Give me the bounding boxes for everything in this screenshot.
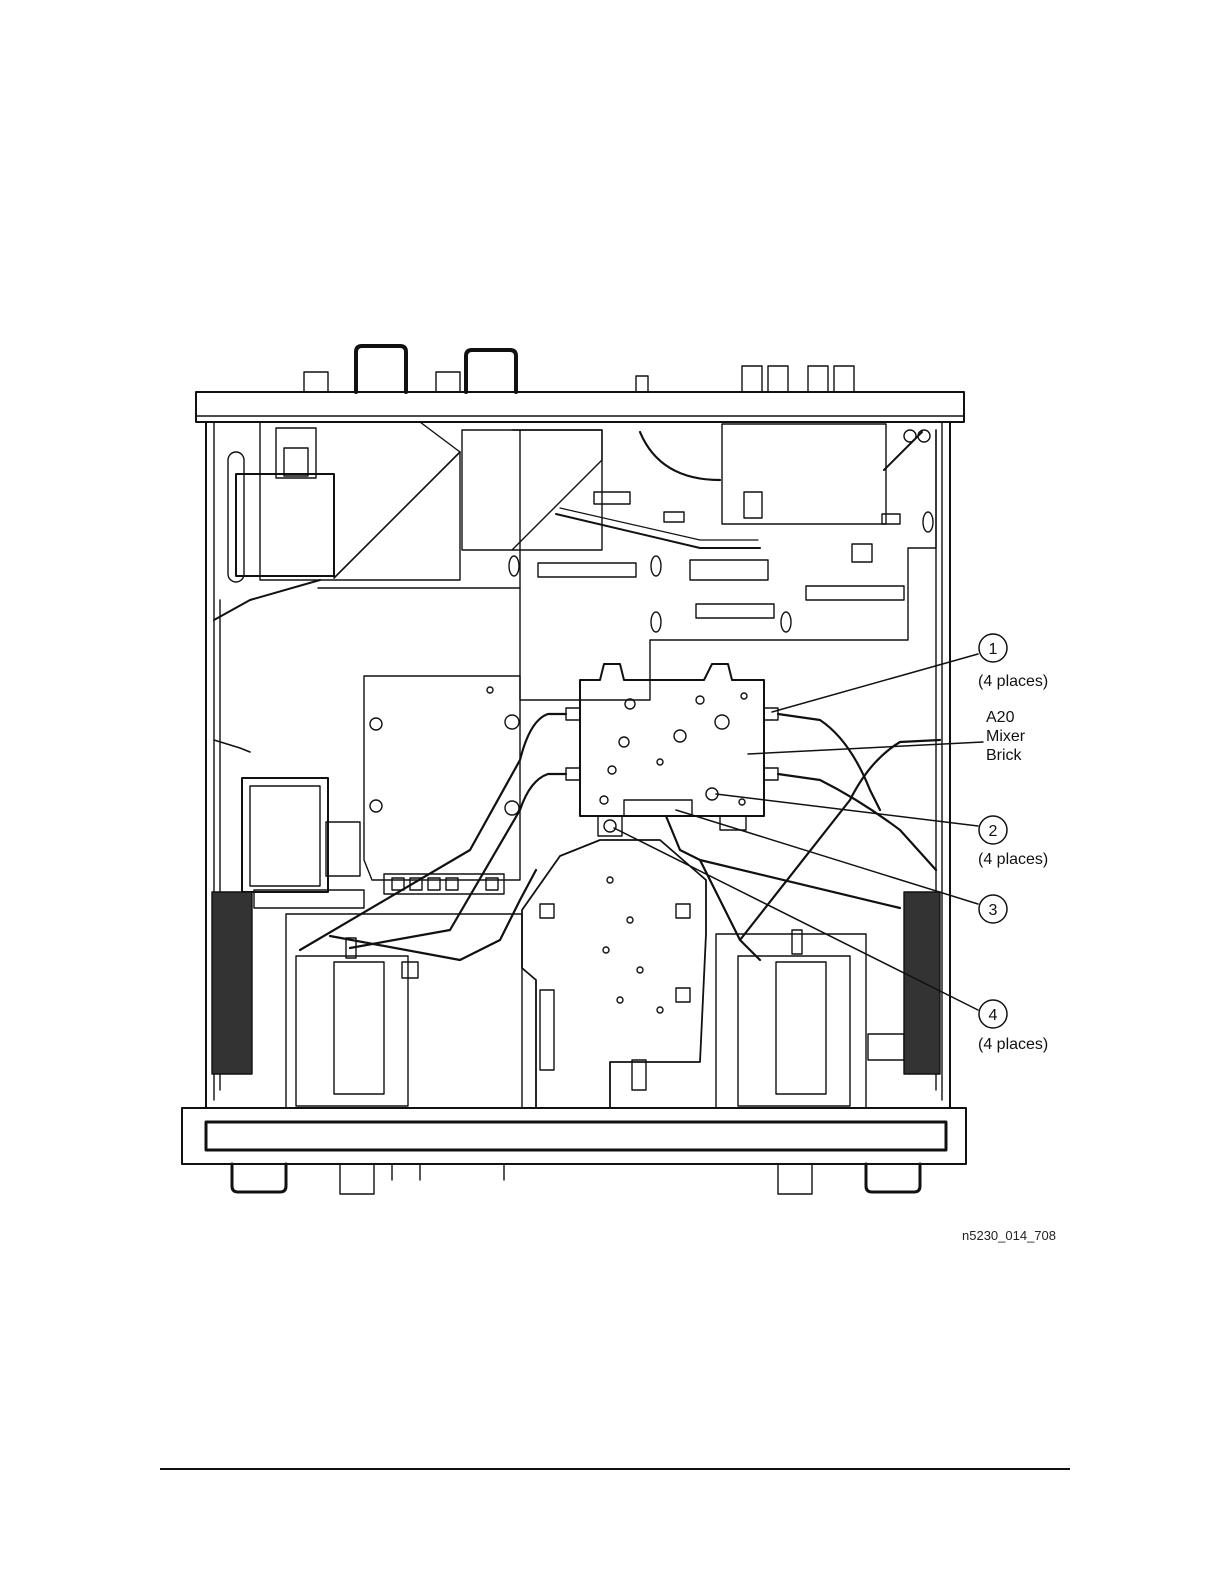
rear-panel: [196, 346, 964, 422]
semi-rigid-cables: [300, 714, 940, 960]
callout-2: 2 (4 places): [978, 816, 1048, 868]
component-label-a20: A20 Mixer Brick: [986, 709, 1026, 764]
lower-right-module: [716, 930, 904, 1108]
component-label-line3: Brick: [986, 747, 1023, 764]
callout-1-number: 1: [989, 641, 998, 658]
component-label-line2: Mixer: [986, 728, 1026, 745]
coupler-plate: [522, 840, 706, 1108]
callout-1: 1 (4 places): [978, 634, 1048, 690]
side-connector-strips: [212, 892, 940, 1074]
callout-4-note: (4 places): [978, 1036, 1048, 1053]
callout-1-note: (4 places): [978, 673, 1048, 690]
footer-rule: [160, 1468, 1070, 1470]
left-module: [214, 580, 364, 908]
callout-3: 3: [979, 895, 1007, 923]
front-panel: [182, 1108, 966, 1194]
a20-mixer-brick: [566, 664, 778, 836]
callout-2-note: (4 places): [978, 851, 1048, 868]
chassis-frame: [206, 422, 950, 1108]
component-label-line1: A20: [986, 709, 1015, 726]
callout-3-number: 3: [989, 902, 998, 919]
left-middle-board: [364, 676, 520, 894]
callout-4-number: 4: [989, 1007, 998, 1024]
figure-id: n5230_014_708: [962, 1228, 1056, 1243]
callout-2-number: 2: [989, 823, 998, 840]
callout-4: 4 (4 places): [978, 1000, 1048, 1053]
upper-board: [509, 424, 936, 700]
lower-left-module: [286, 914, 522, 1108]
